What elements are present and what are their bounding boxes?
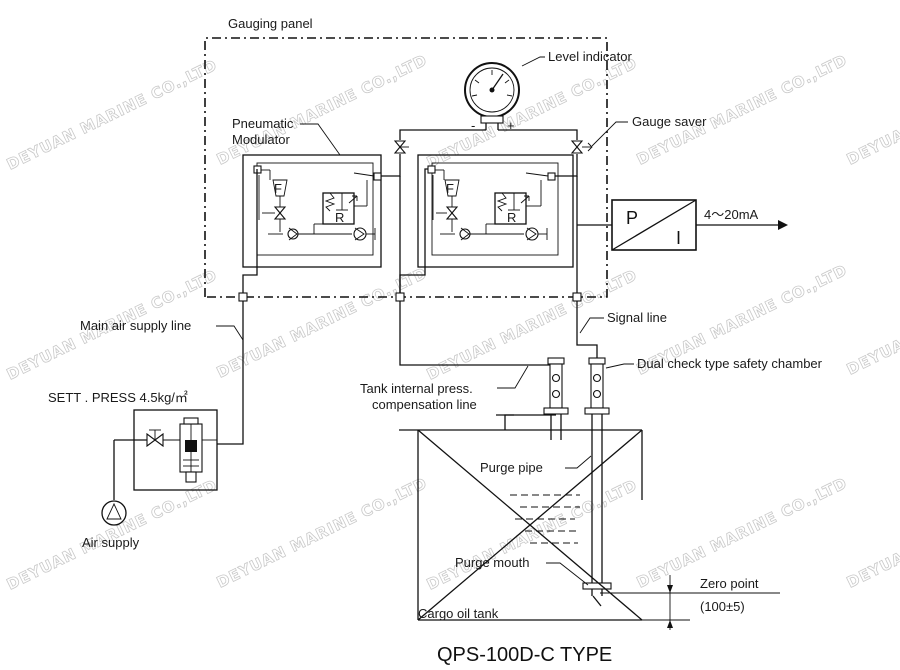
- signal-line-label: Signal line: [607, 310, 667, 325]
- panel-left-supply-riser: [242, 169, 258, 297]
- watermark: DEYUAN MARINE CO.,LTD: [844, 261, 900, 379]
- level-indicator-leader: [521, 56, 545, 67]
- watermark: DEYUAN MARINE CO.,LTD: [4, 56, 220, 174]
- modulator-f-label: F: [274, 181, 282, 196]
- gauge-saver-label: Gauge saver: [632, 114, 707, 129]
- pneumatic-modulator-label-line2: Modulator: [232, 132, 290, 147]
- signal-line: [576, 301, 598, 368]
- watermark: DEYUAN MARINE CO.,LTD: [214, 264, 430, 382]
- safety-chamber-leader: [605, 363, 634, 369]
- gauge-plus-label: +: [507, 118, 515, 133]
- compensation-leader: [497, 365, 529, 389]
- safety-chamber-label: Dual check type safety chamber: [637, 356, 823, 371]
- tank-vent-line: [504, 414, 556, 430]
- purge-pipe-leader: [565, 455, 592, 469]
- safety-chamber-right: [584, 357, 610, 430]
- main-air-supply-label: Main air supply line: [80, 318, 191, 333]
- zero-point-value: (100±5): [700, 599, 745, 614]
- zero-point-dimension: [600, 575, 780, 630]
- gauge-low-line: [399, 129, 486, 140]
- gauge-high-line: [498, 129, 578, 140]
- compensation-label-line2: compensation line: [372, 397, 477, 412]
- level-indicator-gauge: [464, 62, 520, 130]
- output-arrow-head: [778, 220, 788, 230]
- purge-mouth-label: Purge mouth: [455, 555, 529, 570]
- pneumatic-modulator-right: [417, 154, 574, 268]
- modulator-f-label: F: [446, 181, 454, 196]
- air-supply-source-icon: [101, 500, 127, 526]
- gauge-minus-label: -: [471, 118, 475, 133]
- pneumatic-modulator-left: [242, 154, 382, 268]
- liquid-level-marks: [510, 494, 580, 544]
- set-pressure-label: SETT . PRESS 4.5kg/㎡: [48, 390, 188, 405]
- safety-chamber-left: [543, 357, 569, 440]
- gauging-panel-label: Gauging panel: [228, 16, 313, 31]
- air-supply-label: Air supply: [82, 535, 140, 550]
- gauging-panel-boundary: [204, 37, 608, 298]
- junction-node: [572, 292, 582, 302]
- zero-point-label: Zero point: [700, 576, 759, 591]
- level-indicator-label: Level indicator: [548, 49, 632, 64]
- converter-p-label: P: [626, 208, 638, 228]
- output-signal-label: 4～20mA: [704, 207, 759, 222]
- purge-pipe: [582, 430, 612, 607]
- cargo-oil-tank-label: Cargo oil tank: [418, 606, 499, 621]
- modulator-leader: [300, 123, 341, 156]
- modulator-r-label: R: [335, 210, 344, 225]
- gauge-saver-leader: [591, 121, 628, 147]
- main-air-supply-line: [217, 301, 244, 445]
- purge-mouth-leader: [546, 562, 589, 586]
- type-caption: QPS-100D-C TYPE: [437, 644, 612, 666]
- watermark: DEYUAN MARINE CO.,LTD: [634, 51, 850, 169]
- gauge-saver-right: [570, 140, 593, 154]
- watermark: DEYUAN MARINE CO.,LTD: [424, 476, 640, 594]
- signal-line-leader: [579, 317, 604, 334]
- purge-pipe-label: Purge pipe: [480, 460, 543, 475]
- gauge-saver-left: [393, 140, 409, 154]
- watermark: DEYUAN MARINE CO.,LTD: [634, 474, 850, 592]
- watermark: DEYUAN MARINE CO.,LTD: [844, 51, 900, 169]
- watermark: DEYUAN MARINE CO.,LTD: [214, 474, 430, 592]
- cargo-oil-tank: [399, 429, 643, 621]
- junction-node: [238, 292, 248, 302]
- pi-converter: [611, 199, 697, 251]
- modulator-r-label: R: [507, 210, 516, 225]
- compensation-label-line1: Tank internal press.: [360, 381, 473, 396]
- modulator-left-outlet-line: [381, 154, 401, 177]
- air-regulator-box: [114, 409, 218, 491]
- pneumatic-modulator-label-line1: Pneumatic: [232, 116, 294, 131]
- converter-i-label: I: [676, 228, 681, 248]
- watermark: DEYUAN MARINE CO.,LTD: [844, 474, 900, 592]
- main-air-supply-leader: [216, 325, 244, 341]
- junction-node: [395, 292, 405, 302]
